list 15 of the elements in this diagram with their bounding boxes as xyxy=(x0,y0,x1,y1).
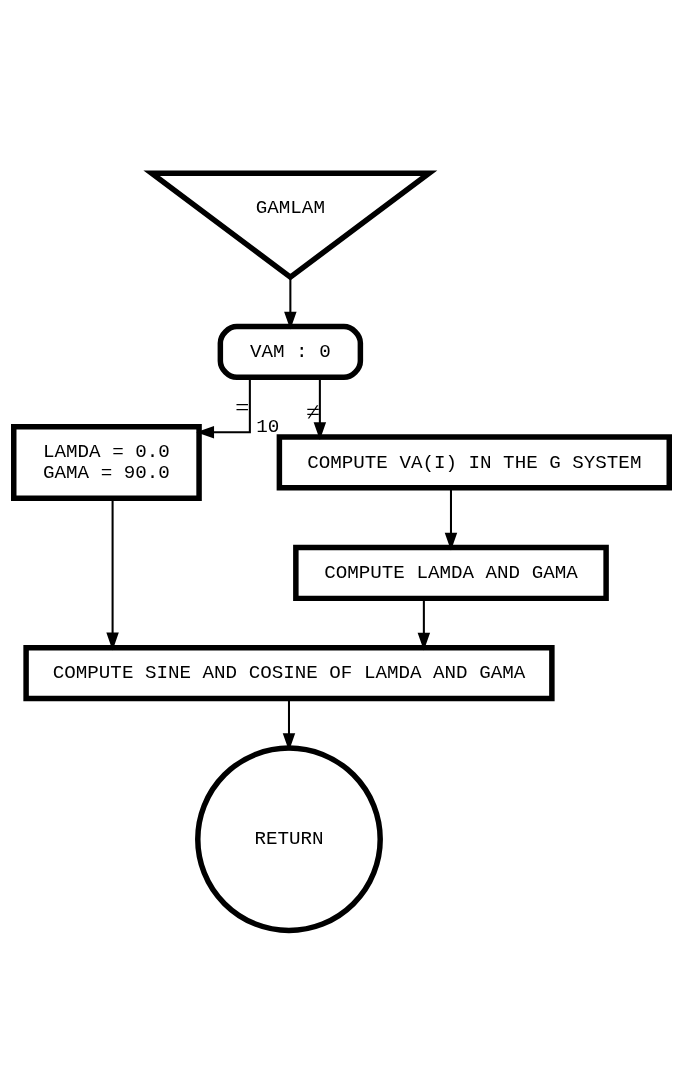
node-box: COMPUTE SINE AND COSINE OF LAMDA AND GAMA xyxy=(23,645,555,702)
arrow xyxy=(196,377,251,439)
node-box: LAMDA = 0.0 GAMA = 90.0 xyxy=(11,424,202,501)
arrow xyxy=(284,277,297,330)
arrow xyxy=(282,698,296,752)
arrow xyxy=(444,488,458,551)
edge-label: ≠ xyxy=(306,398,320,426)
node-box: COMPUTE LAMDA AND GAMA xyxy=(293,544,609,602)
node-circle: RETURN xyxy=(195,745,383,934)
node-box: COMPUTE VA(I) IN THE G SYSTEM xyxy=(276,434,672,491)
arrow xyxy=(106,498,119,651)
arrow xyxy=(313,377,327,441)
edge-label: = xyxy=(235,393,250,421)
node-box: VAM : 0 xyxy=(217,323,364,381)
arrow xyxy=(417,598,431,651)
